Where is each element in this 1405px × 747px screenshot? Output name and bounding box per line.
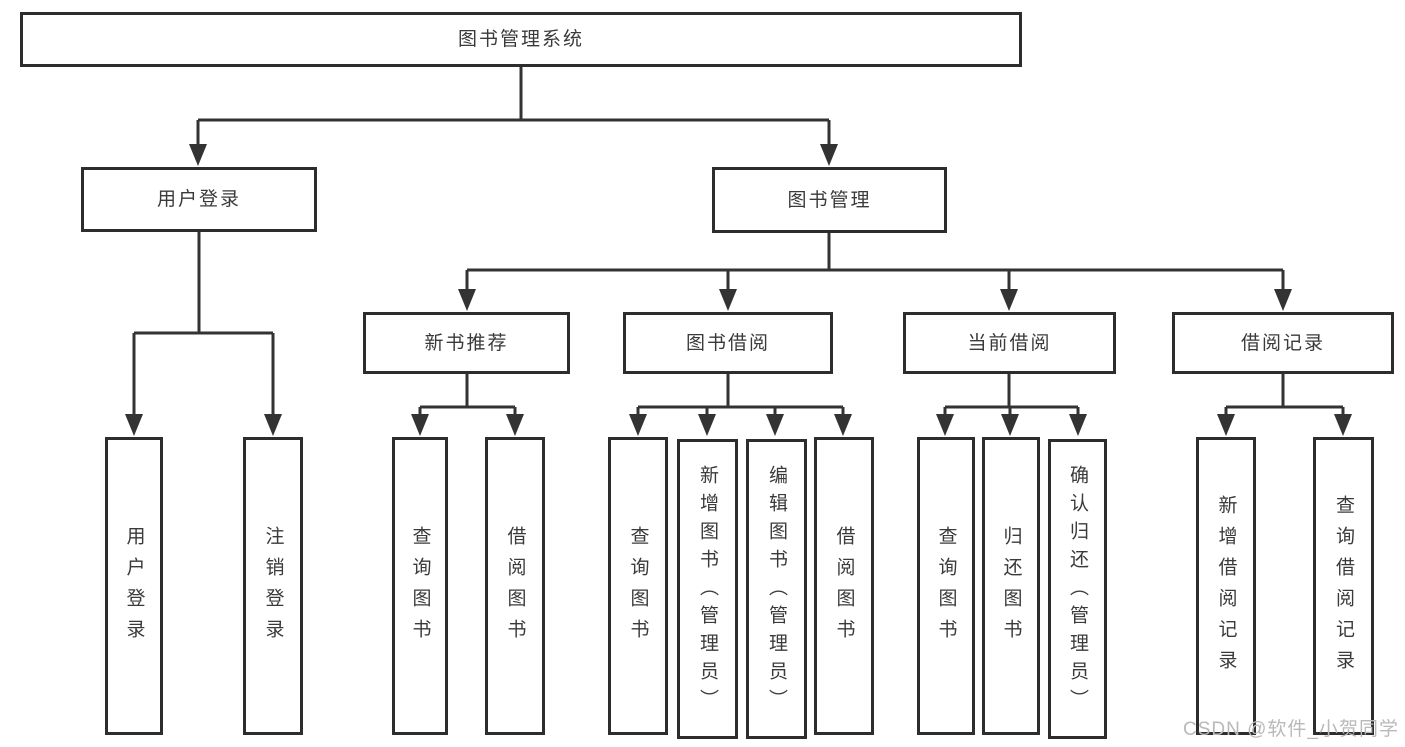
connector-new-book-branch	[418, 374, 517, 424]
connector-book-borrow-branch	[636, 374, 845, 424]
arrow-borrow-records	[1274, 289, 1292, 311]
node-user-login: 用户登录	[81, 167, 317, 232]
leaf-query-book-borrow: 查询图书	[608, 437, 668, 735]
arrow-leaf-return-book	[1001, 414, 1019, 436]
arrow-leaf-query-book-borrow	[629, 414, 647, 436]
connector-book-mgmt-branch	[465, 233, 1285, 299]
leaf-add-book-admin: 新增图书（管理员）	[677, 439, 738, 739]
leaf-add-borrow-record: 新增借阅记录	[1196, 437, 1256, 735]
leaf-borrow-book-rec: 借阅图书	[485, 437, 545, 735]
node-book-borrow: 图书借阅	[623, 312, 833, 374]
arrow-leaf-add-borrow-record	[1217, 414, 1235, 436]
node-book-mgmt: 图书管理	[712, 167, 947, 233]
connector-root-to-level2	[196, 67, 831, 154]
leaf-confirm-return-admin: 确认归还（管理员）	[1048, 439, 1107, 739]
arrow-new-book-rec	[458, 289, 476, 311]
arrow-leaf-query-book-current	[936, 414, 954, 436]
leaf-edit-book-admin: 编辑图书（管理员）	[746, 439, 807, 739]
connector-user-login-branch	[132, 232, 275, 424]
leaf-borrow-book-borrow: 借阅图书	[814, 437, 874, 735]
node-new-book-rec: 新书推荐	[363, 312, 570, 374]
arrow-leaf-query-borrow-record	[1334, 414, 1352, 436]
node-root: 图书管理系统	[20, 12, 1022, 67]
leaf-query-borrow-record: 查询借阅记录	[1313, 437, 1374, 735]
arrow-leaf-add-book	[698, 414, 716, 436]
connector-current-borrow-branch	[943, 374, 1080, 424]
arrow-leaf-query-book-rec	[411, 414, 429, 436]
arrow-leaf-confirm-return	[1069, 414, 1087, 436]
arrow-user-login	[189, 144, 207, 166]
csdn-watermark: CSDN @软件_小贺同学	[1183, 719, 1399, 740]
leaf-query-book-current: 查询图书	[917, 437, 975, 735]
leaf-query-book-rec: 查询图书	[392, 437, 448, 735]
node-current-borrow: 当前借阅	[903, 312, 1116, 374]
arrow-leaf-logout	[264, 414, 282, 436]
arrow-book-mgmt	[820, 144, 838, 166]
leaf-user-login: 用户登录	[105, 437, 163, 735]
arrow-leaf-user-login	[125, 414, 143, 436]
arrow-leaf-borrow-book-borrow	[834, 414, 852, 436]
node-borrow-records: 借阅记录	[1172, 312, 1394, 374]
arrow-book-borrow	[719, 289, 737, 311]
leaf-logout: 注销登录	[243, 437, 303, 735]
arrow-leaf-borrow-book-rec	[506, 414, 524, 436]
arrow-current-borrow	[1000, 289, 1018, 311]
leaf-return-book: 归还图书	[982, 437, 1040, 735]
arrow-leaf-edit-book	[766, 414, 784, 436]
connector-borrow-records-branch	[1224, 374, 1345, 424]
